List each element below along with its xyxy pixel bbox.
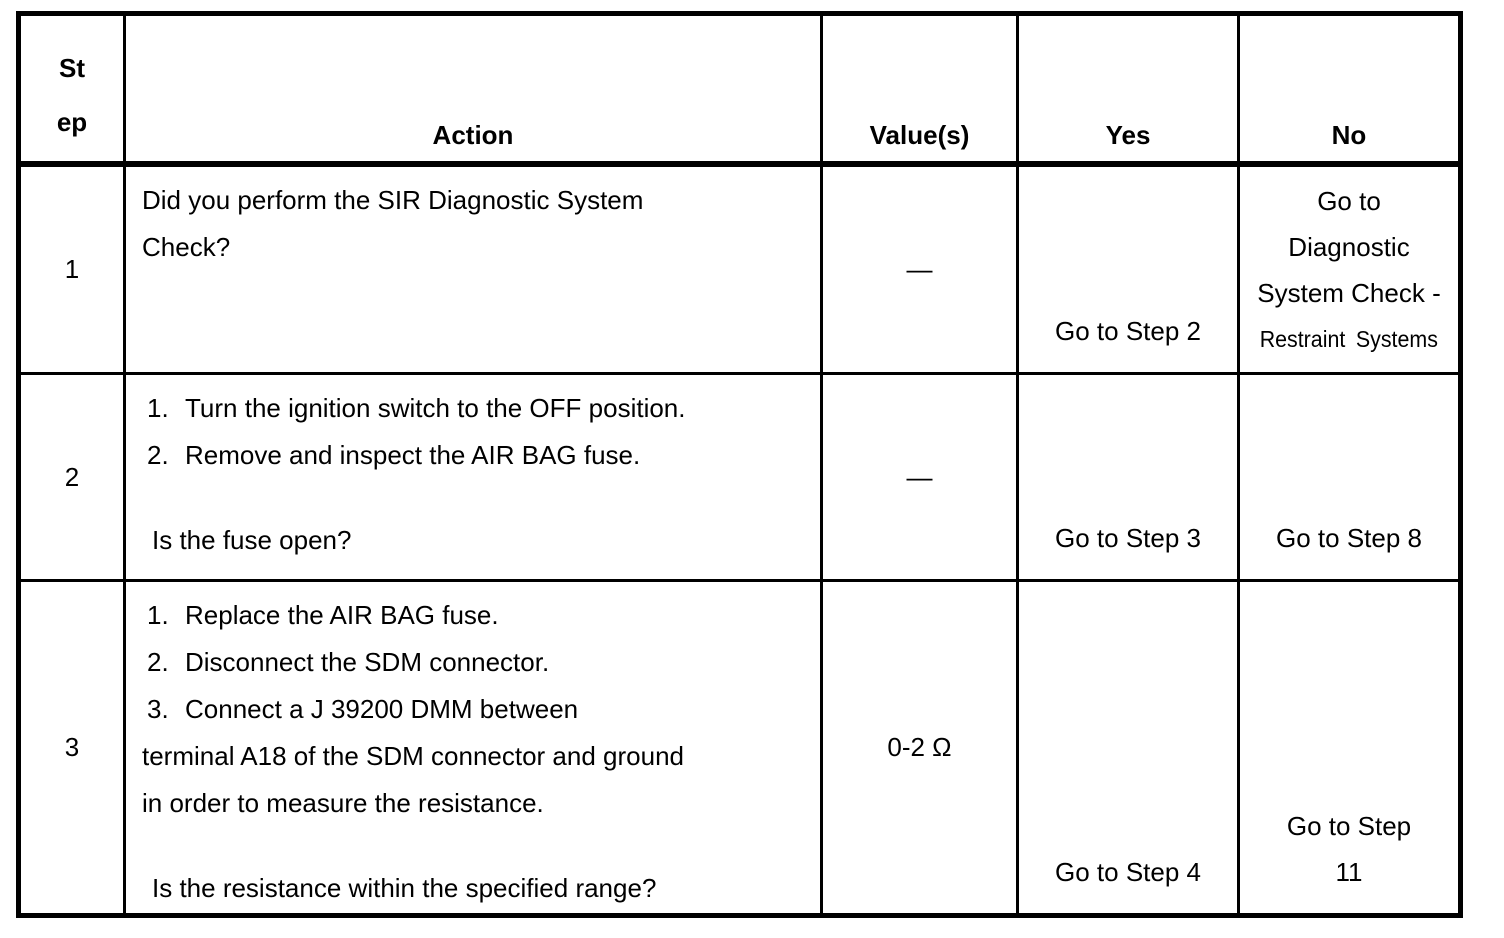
header-yes: Yes <box>1019 16 1240 167</box>
row1-yes: Go to Step 2 <box>1019 167 1240 375</box>
row2-no: Go to Step 8 <box>1240 375 1458 582</box>
item-number: 1. <box>147 393 169 423</box>
header-values: Value(s) <box>823 16 1019 167</box>
header-step: St ep <box>21 16 126 167</box>
no-line: Diagnostic <box>1288 231 1410 262</box>
action-numbered-item: 1. Replace the AIR BAG fuse. <box>142 592 792 639</box>
yes-text: Go to Step 2 <box>1055 316 1201 346</box>
no-line: Go to Step <box>1286 811 1412 841</box>
row3-action: 1. Replace the AIR BAG fuse. 2. Disconne… <box>126 582 823 913</box>
action-question: Is the resistance within the specified r… <box>152 873 657 903</box>
diagnostic-table: St ep Action Value(s) Yes No 1 Did you p… <box>16 11 1463 918</box>
no-line: System Check - <box>1257 277 1441 308</box>
yes-text: Go to Step 4 <box>1055 857 1201 887</box>
header-no-label: No <box>1331 120 1367 150</box>
item-number: 2. <box>147 440 169 470</box>
row2-action: 1. Turn the ignition switch to the OFF p… <box>126 375 823 582</box>
row3-yes: Go to Step 4 <box>1019 582 1240 913</box>
row2-step-number: 2 <box>64 461 80 492</box>
item-number: 2. <box>147 647 169 677</box>
row1-step: 1 <box>21 167 126 375</box>
no-line: 11 <box>1335 857 1363 887</box>
row3-value: 0-2 Ω <box>823 582 1019 913</box>
row3-no: Go to Step 11 <box>1240 582 1458 913</box>
action-numbered-item: 2. Remove and inspect the AIR BAG fuse. <box>142 432 792 479</box>
row1-no: Go to Diagnostic System Check - Restrain… <box>1240 167 1458 375</box>
row1-action: Did you perform the SIR Diagnostic Syste… <box>126 167 823 375</box>
row2-step: 2 <box>21 375 126 582</box>
action-line: in order to measure the resistance. <box>142 788 544 818</box>
yes-text: Go to Step 3 <box>1055 523 1201 553</box>
no-line: Restraint Systems <box>1259 325 1439 352</box>
value-text: 0-2 Ω <box>887 732 952 762</box>
item-text: Remove and inspect the AIR BAG fuse. <box>185 440 641 470</box>
header-step-line1: St <box>59 53 85 83</box>
value-dash: — <box>906 461 933 492</box>
header-step-line2: ep <box>56 107 88 137</box>
row1-step-number: 1 <box>64 254 80 284</box>
header-action-label: Action <box>432 120 514 150</box>
row1-value: — <box>823 167 1019 375</box>
row2-value: — <box>823 375 1019 582</box>
action-numbered-item: 2. Disconnect the SDM connector. <box>142 639 792 686</box>
header-step-label: St ep <box>57 41 87 149</box>
header-no: No <box>1240 16 1458 167</box>
header-action: Action <box>126 16 823 167</box>
header-yes-label: Yes <box>1105 120 1151 150</box>
action-line: Did you perform the SIR Diagnostic Syste… <box>142 185 644 215</box>
item-number: 3. <box>147 694 169 724</box>
no-text: Go to Step 8 <box>1276 523 1422 553</box>
action-numbered-item: 1. Turn the ignition switch to the OFF p… <box>142 385 792 432</box>
row3-step-number: 3 <box>64 732 80 762</box>
item-text: Replace the AIR BAG fuse. <box>185 600 499 630</box>
item-text: Connect a J 39200 DMM between <box>185 694 579 724</box>
item-text: Turn the ignition switch to the OFF posi… <box>185 393 686 423</box>
header-values-label: Value(s) <box>869 120 970 150</box>
row2-yes: Go to Step 3 <box>1019 375 1240 582</box>
item-text: Disconnect the SDM connector. <box>185 647 550 677</box>
action-numbered-item: 3. Connect a J 39200 DMM between <box>142 686 792 733</box>
action-question: Is the fuse open? <box>152 525 352 555</box>
spacer <box>142 479 792 517</box>
action-line: terminal A18 of the SDM connector and gr… <box>142 741 684 771</box>
item-number: 1. <box>147 600 169 630</box>
no-line: Go to <box>1317 185 1381 216</box>
row3-step: 3 <box>21 582 126 913</box>
action-line: Check? <box>142 232 231 262</box>
spacer <box>142 827 792 865</box>
value-dash: — <box>906 254 933 284</box>
